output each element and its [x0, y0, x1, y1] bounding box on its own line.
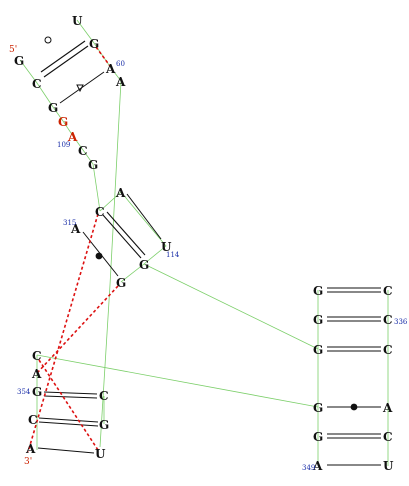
- pair-gc-l2-a: [43, 391, 98, 395]
- nt-c-l1: C: [32, 349, 42, 363]
- label-three-prime: 3': [24, 457, 32, 467]
- nt-a-l1: A: [31, 367, 42, 381]
- backbone-hairpin-loop: [76, 19, 122, 82]
- pair-a-u: [126, 193, 162, 240]
- nt-c-l2: C: [99, 389, 109, 403]
- nt-g-354: G: [32, 385, 42, 399]
- pair-cg-l3-b: [38, 421, 99, 427]
- label-n60: 60: [116, 60, 125, 68]
- nt-c-r3: C: [383, 343, 393, 357]
- nt-a-red: A: [67, 130, 78, 144]
- nt-a-l4: A: [25, 442, 36, 456]
- pair-symbol-filled-circle-right: [350, 403, 358, 411]
- nt-g-top: G: [89, 37, 99, 51]
- pair-symbol-open-triangle: [76, 84, 84, 93]
- base-pairs: [37, 40, 381, 466]
- backbone-to-right: [143, 263, 319, 350]
- label-n114: 114: [166, 251, 180, 259]
- tertiary-c-to-u: [38, 359, 99, 451]
- pair-cg-l3-a: [38, 417, 99, 423]
- pair-c-g-mid-b: [106, 211, 146, 256]
- nt-g-b: G: [48, 101, 58, 115]
- label-five-prime: 5': [9, 45, 17, 55]
- tertiary-g-a-top: [95, 46, 111, 67]
- nt-u-114: U: [161, 240, 172, 254]
- backbone-strand-5p: [19, 59, 101, 212]
- nt-c-r1: C: [383, 284, 393, 298]
- backbone-mid-helix: [99, 191, 167, 283]
- nt-c-mid: C: [95, 205, 105, 219]
- labels: 5' 3' 60 109 315 114 336 354 349: [9, 45, 408, 472]
- backbone-left-cross: [36, 354, 319, 408]
- nt-u-l4: U: [95, 447, 106, 461]
- nt-g-r5: G: [313, 430, 323, 444]
- pair-au-l4: [37, 447, 95, 454]
- label-n336: 336: [394, 318, 408, 326]
- tertiary-interactions: [27, 46, 119, 453]
- nt-c-r5: C: [383, 430, 393, 444]
- nt-g-mid: G: [139, 258, 149, 272]
- tertiary-c-to-3prime: [27, 213, 99, 453]
- pair-symbol-filled-circle-mid: [95, 252, 103, 260]
- label-n315: 315: [63, 219, 76, 227]
- label-n349: 349: [302, 464, 315, 472]
- nt-g-r4: G: [313, 401, 323, 415]
- nt-u-r6: U: [383, 459, 394, 473]
- backbone-right-column: [317, 290, 389, 466]
- backbone: [19, 19, 389, 466]
- label-n354: 354: [17, 388, 31, 396]
- nt-g-r3: G: [313, 343, 323, 357]
- nt-g5: G: [14, 54, 24, 68]
- nt-a-60: A: [105, 62, 116, 76]
- nt-u-top: U: [72, 14, 83, 28]
- label-n109: 109: [57, 141, 70, 149]
- nucleotides: U G C G G A C G G A A A C A U G G G C G …: [14, 14, 394, 473]
- pair-g-c-top: [43, 45, 89, 78]
- nt-c-l3: C: [28, 413, 38, 427]
- pair-gc-l2-b: [43, 395, 98, 399]
- pair-symbol-open-circle: [44, 36, 52, 44]
- pair-symbols: [44, 36, 358, 411]
- nt-g-d: G: [88, 158, 98, 172]
- nt-g-red: G: [58, 115, 68, 129]
- nt-g-r1: G: [313, 284, 323, 298]
- tertiary-g-to-a: [37, 285, 119, 373]
- nt-a-ext: A: [115, 75, 126, 89]
- nt-a-mid: A: [115, 186, 126, 200]
- nt-a-r4: A: [382, 401, 393, 415]
- backbone-long-strand: [99, 80, 122, 448]
- nt-g-r2: G: [313, 313, 323, 327]
- nt-c-c: C: [78, 144, 88, 158]
- nt-a-r6: A: [312, 459, 323, 473]
- pair-c-g-mid-a: [102, 214, 142, 259]
- nt-g-low: G: [116, 276, 126, 290]
- nt-c-a: C: [32, 77, 42, 91]
- nt-g-l3: G: [99, 418, 109, 432]
- nt-a-315: A: [70, 222, 81, 236]
- pair-g-c-top-2: [40, 40, 86, 73]
- nt-c-r2: C: [383, 313, 393, 327]
